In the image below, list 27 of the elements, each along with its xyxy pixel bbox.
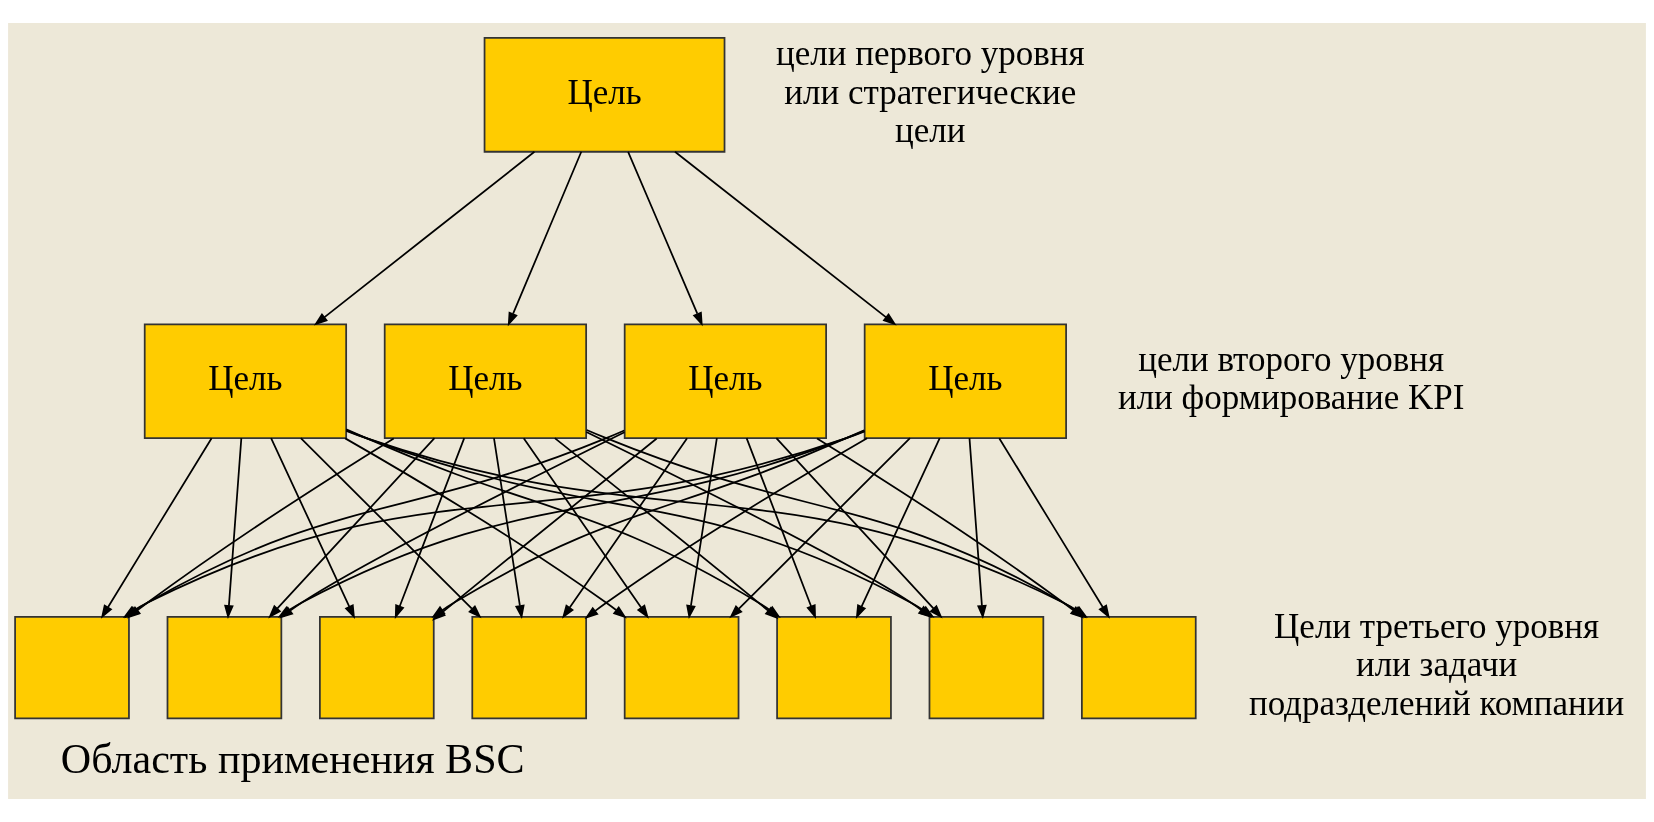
node-box bbox=[623, 615, 740, 720]
node-box bbox=[928, 615, 1045, 720]
node-box: Цель bbox=[143, 323, 348, 440]
arrow bbox=[507, 150, 583, 327]
node-box: Цель bbox=[483, 37, 726, 153]
arrow bbox=[686, 437, 718, 620]
node-box bbox=[1081, 615, 1197, 720]
arrow bbox=[968, 437, 987, 620]
arrow bbox=[561, 437, 688, 619]
arrow bbox=[627, 150, 703, 327]
node-box: Цель bbox=[623, 323, 827, 440]
label: Цели третьего уровня или задачи подразделений компании bbox=[1248, 606, 1625, 723]
node-box bbox=[319, 615, 435, 720]
node-box bbox=[471, 615, 587, 720]
caption: Область применения BSC bbox=[60, 736, 525, 783]
node-box: Цель bbox=[383, 323, 587, 440]
node-box bbox=[14, 615, 130, 720]
arrow bbox=[493, 437, 525, 620]
node-box bbox=[776, 615, 892, 720]
node-box bbox=[166, 615, 283, 720]
label: цели второго уровня или формирование KPI bbox=[1117, 339, 1465, 418]
arrow bbox=[224, 437, 243, 620]
arrow bbox=[674, 150, 897, 326]
arrow bbox=[313, 150, 536, 326]
arrow bbox=[522, 437, 649, 619]
node-box: Цель bbox=[863, 323, 1067, 440]
label: цели первого уровня или стратегические цели bbox=[776, 34, 1085, 151]
